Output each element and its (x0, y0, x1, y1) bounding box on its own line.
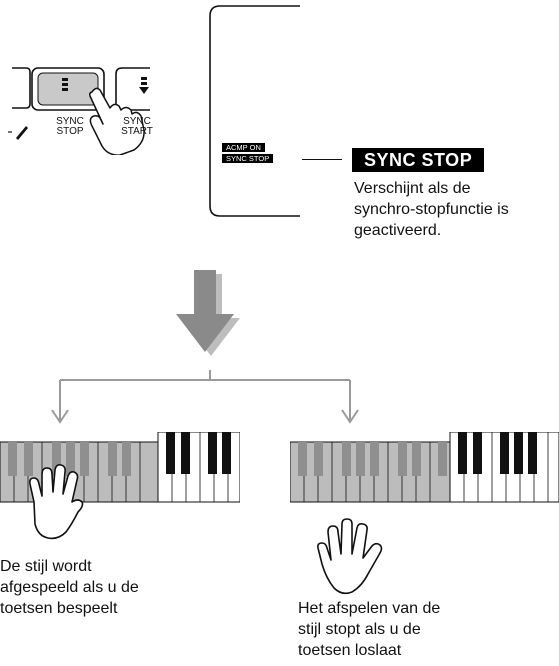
right-keyboard (290, 432, 559, 503)
playing-hand-icon (29, 464, 84, 540)
panel-buttons-drawing (8, 67, 150, 156)
sync-stop-button-label: SYNC STOP (56, 116, 84, 137)
lcd-display-frame (209, 5, 300, 217)
start-arrow-icon (139, 77, 149, 94)
branch-connector (51, 370, 359, 424)
sync-stop-description: Verschijnt als de synchro-stopfunctie is… (354, 180, 509, 239)
edit-icon (8, 126, 28, 140)
released-hand-icon (317, 518, 383, 595)
right-outcome-caption: Het afspelen van de stijl stopt als u de… (298, 600, 441, 659)
left-outcome-caption: De stijl wordt afgespeeld als u de toets… (0, 558, 139, 617)
sync-stop-indicator: SYNC STOP (222, 154, 274, 163)
stop-bars-icon (62, 78, 68, 91)
pressing-hand-icon (89, 87, 145, 156)
sync-start-button-label: SYNC START (121, 117, 153, 137)
down-arrow-icon (176, 270, 240, 356)
leader-line (302, 159, 342, 160)
sync-stop-callout-badge: SYNC STOP (352, 148, 485, 172)
panel-buttons: SYNC STOP SYNC START (0, 60, 153, 156)
acmp-on-indicator: ACMP ON (222, 143, 265, 152)
